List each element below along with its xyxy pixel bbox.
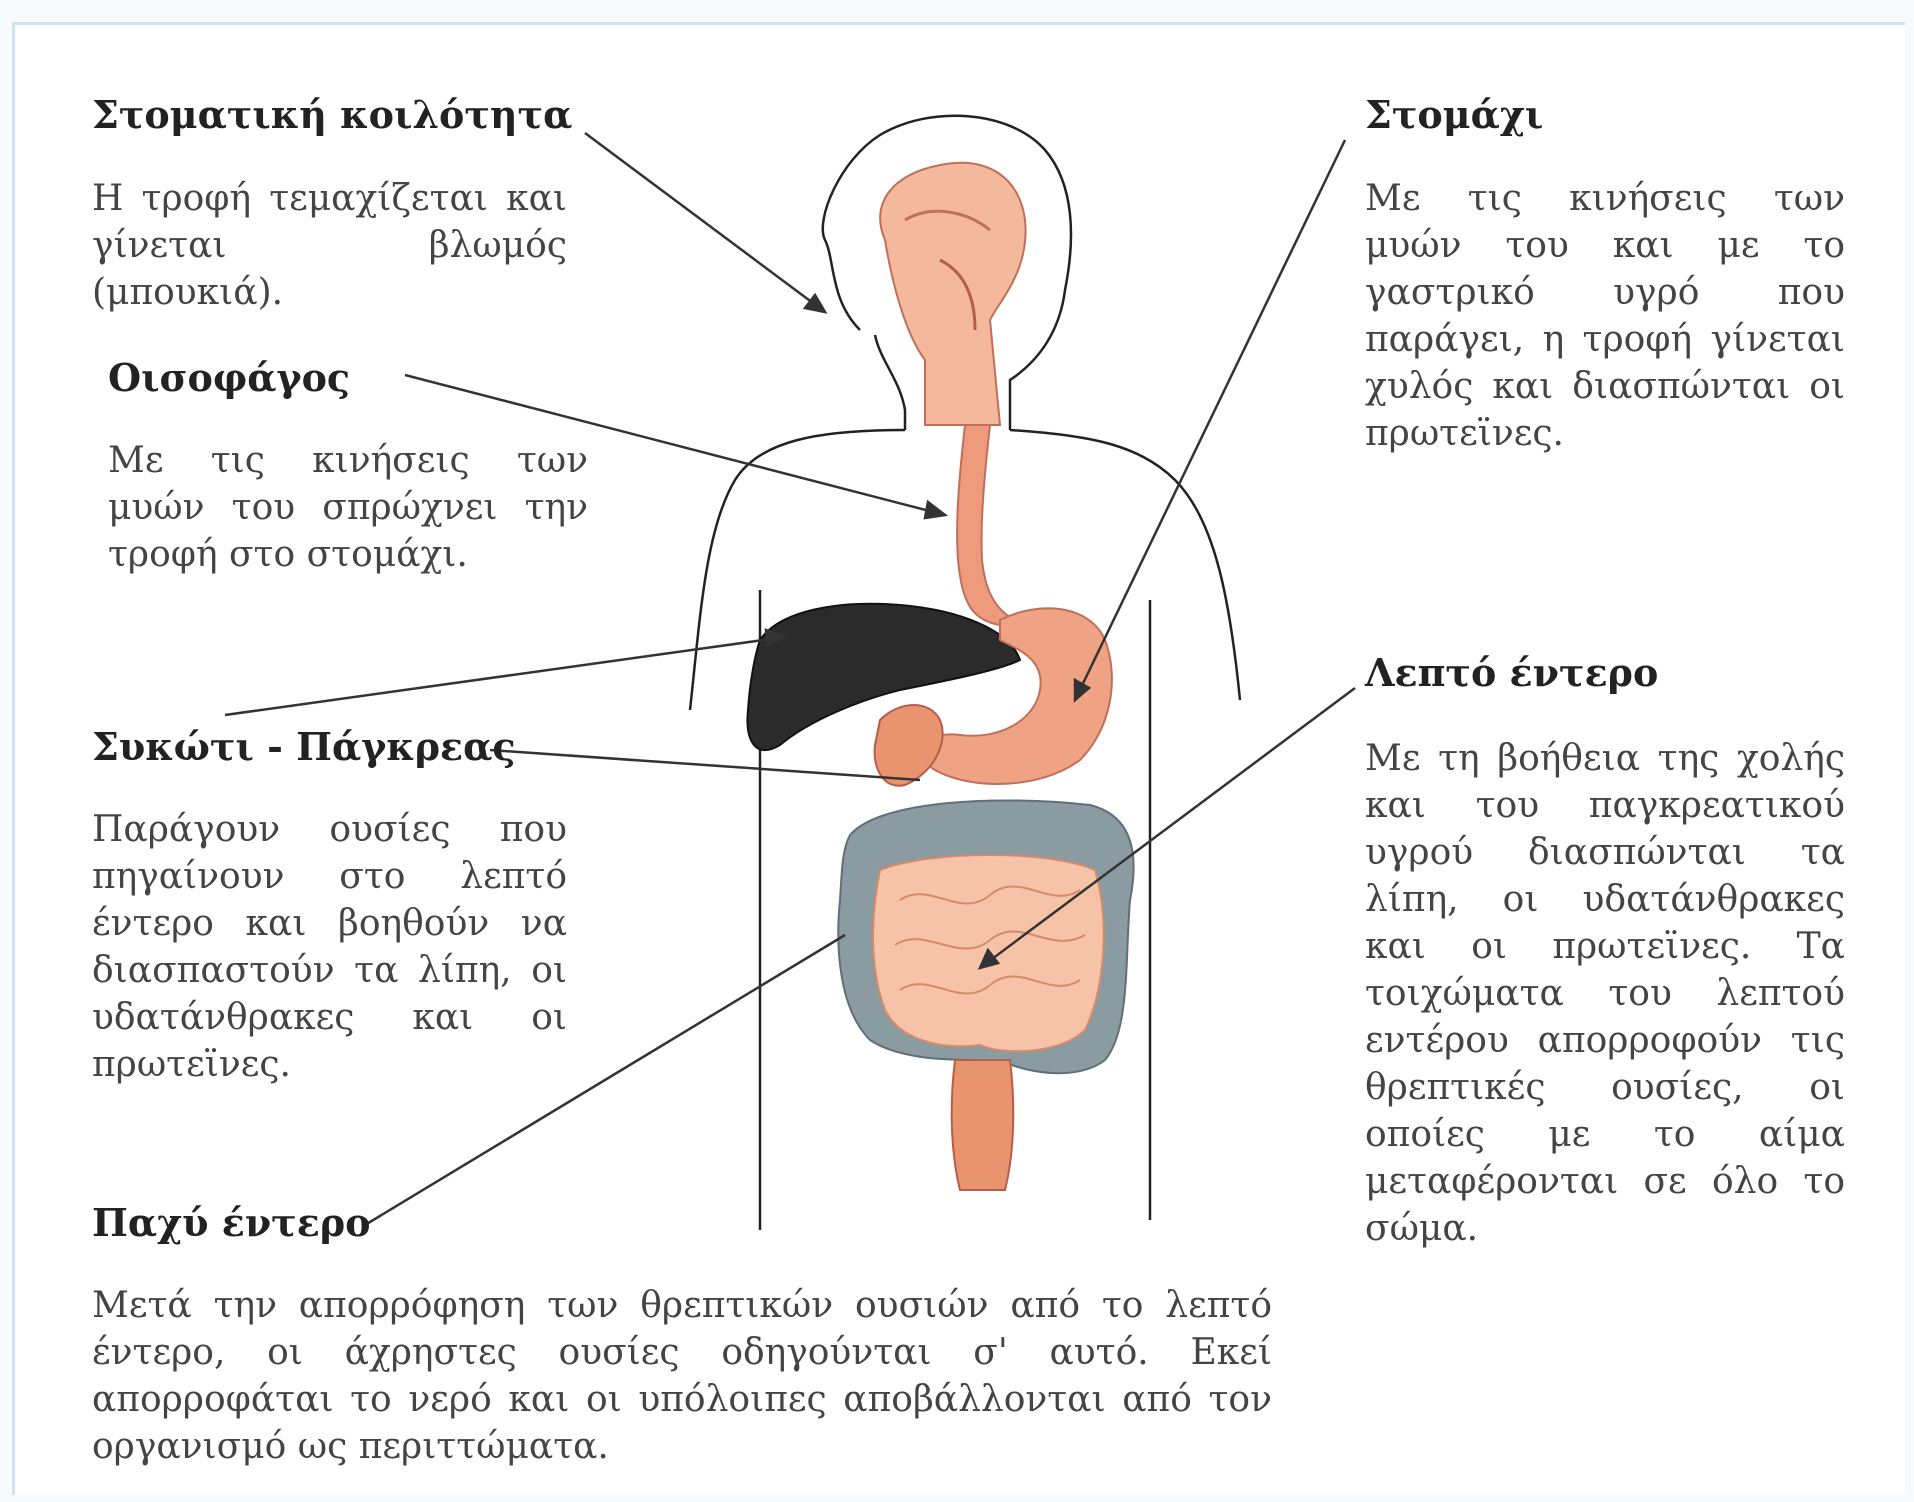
liver-pancreas-heading: Συκώτι - Πάγκρεας	[92, 724, 516, 769]
esophagus-heading: Οισοφάγος	[108, 355, 350, 400]
stomach-heading: Στομάχι	[1365, 92, 1543, 137]
mouth-description: Η τροφή τεμαχίζεται και γίνεται βλωμός (…	[92, 175, 567, 316]
pancreas-organ	[875, 705, 943, 786]
small-intestine-description: Με τη βοήθεια της χολής και του παγκρεατ…	[1365, 735, 1845, 1252]
small-intestine-heading: Λεπτό έντερο	[1365, 650, 1658, 695]
mouth-heading: Στοματική κοιλότητα	[92, 92, 572, 137]
head-interior	[880, 163, 1025, 425]
stomach-description: Με τις κινήσεις των μυών του και με το γ…	[1365, 175, 1845, 457]
large-intestine-description: Μετά την απορρόφηση των θρεπτικών ουσιών…	[92, 1282, 1272, 1470]
rectum-organ	[952, 1060, 1014, 1190]
esophagus-organ	[957, 425, 1015, 625]
large-intestine-heading: Παχύ έντερο	[92, 1200, 370, 1245]
esophagus-description: Με τις κινήσεις των μυών του σπρώχνει τη…	[108, 437, 588, 578]
liver-pancreas-description: Παράγουν ουσίες που πηγαίνουν στο λεπτό …	[92, 806, 567, 1088]
